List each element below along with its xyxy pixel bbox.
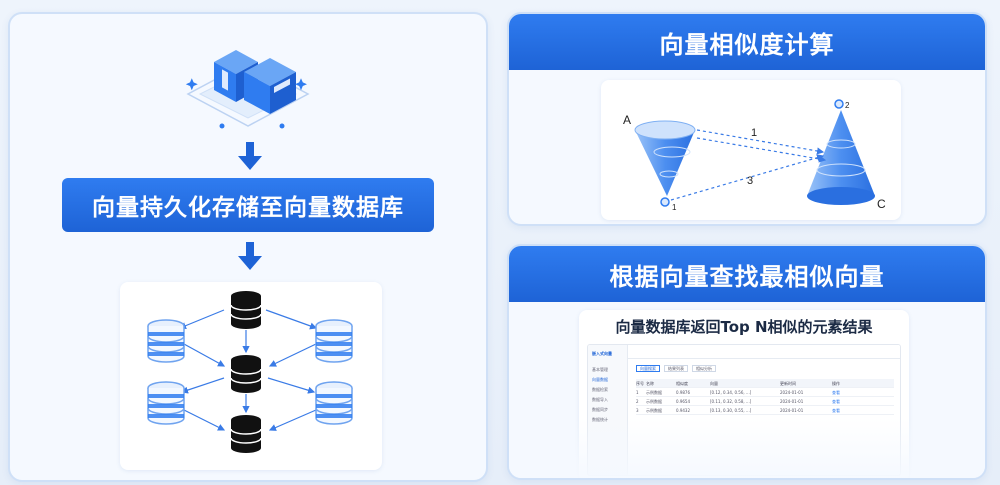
col-header: 向量: [710, 381, 718, 386]
col-header: 操作: [832, 381, 840, 386]
storage-panel: 向量持久化存储至向量数据库: [8, 12, 488, 482]
view-link[interactable]: 查看: [832, 390, 840, 395]
mini-nav-item[interactable]: 数据检索: [592, 387, 608, 392]
vector-cube-icon: [185, 50, 310, 129]
similarity-panel: 向量相似度计算: [507, 12, 987, 226]
cell: 0.9654: [676, 399, 690, 404]
mini-table: 序号 名称 相似度 向量 更新时间 操作 1 示例数据 0.9876 [0.12…: [636, 379, 894, 415]
mini-nav-item[interactable]: 向量数据: [592, 377, 608, 382]
table-row[interactable]: 1 示例数据 0.9876 [0.12, 0.34, 0.56, ...] 20…: [636, 388, 894, 397]
mini-tabs: 向量搜索 结果列表 相似分析: [636, 365, 716, 373]
label-sub-2: 2: [845, 101, 850, 110]
cone-diagram: A C 1 3 1 2: [623, 99, 886, 212]
label-a: A: [623, 113, 631, 127]
result-title: 向量数据库返回Top N相似的元素结果: [615, 318, 873, 336]
search-title: 根据向量查找最相似向量: [509, 246, 985, 302]
cell: 2: [636, 399, 639, 404]
mini-nav-item[interactable]: 数据同步: [592, 407, 608, 412]
cell: 示例数据: [646, 399, 662, 404]
storage-banner: 向量持久化存储至向量数据库: [62, 178, 434, 232]
cell: [0.13, 0.30, 0.55, ...]: [710, 408, 752, 413]
view-link[interactable]: 查看: [832, 399, 840, 404]
mini-tab[interactable]: 向量搜索: [636, 365, 660, 372]
database-cluster: [120, 282, 382, 470]
similarity-title: 向量相似度计算: [509, 14, 985, 70]
cell: 示例数据: [646, 390, 662, 395]
mini-logo: 嵌入式向量: [592, 351, 612, 356]
col-header: 名称: [646, 381, 654, 386]
label-line-3: 3: [747, 175, 753, 187]
label-sub-1: 1: [672, 203, 677, 212]
similarity-diagram: A C 1 3 1 2: [601, 80, 901, 220]
cell: [0.11, 0.32, 0.58, ...]: [710, 399, 752, 404]
cell: 1: [636, 390, 639, 395]
mini-app-screenshot: 嵌入式向量 基本管理 向量数据 数据检索 数据导入 数据同步 数据统计 向量搜索…: [587, 344, 901, 476]
cell: 2024-01-01: [780, 390, 804, 395]
mini-tab[interactable]: 结果列表: [664, 365, 688, 372]
table-row[interactable]: 3 示例数据 0.9432 [0.13, 0.30, 0.55, ...] 20…: [636, 406, 894, 415]
cell: 2024-01-01: [780, 399, 804, 404]
fade-overlay: [509, 418, 985, 478]
database-cluster-diagram: [147, 290, 353, 454]
cell: 0.9876: [676, 390, 690, 395]
mini-nav-item[interactable]: 数据导入: [592, 397, 608, 402]
cell: 示例数据: [646, 408, 662, 413]
label-c: C: [877, 197, 886, 211]
col-header: 相似度: [676, 381, 688, 386]
cell: [0.12, 0.34, 0.56, ...]: [710, 390, 752, 395]
cell: 0.9432: [676, 408, 690, 413]
col-header: 序号: [636, 381, 644, 386]
label-line-1: 1: [751, 127, 757, 139]
search-panel: 根据向量查找最相似向量 向量数据库返回Top N相似的元素结果 嵌入式向量 基本…: [507, 244, 987, 480]
cell: 2024-01-01: [780, 408, 804, 413]
mini-table-header: 序号 名称 相似度 向量 更新时间 操作: [636, 379, 894, 388]
col-header: 更新时间: [780, 381, 796, 386]
down-arrow-icon: [238, 242, 262, 270]
mini-nav-item[interactable]: 基本管理: [592, 367, 608, 372]
down-arrow-icon: [238, 142, 262, 170]
view-link[interactable]: 查看: [832, 408, 840, 413]
mini-topbar: [628, 345, 900, 359]
table-row[interactable]: 2 示例数据 0.9654 [0.11, 0.32, 0.58, ...] 20…: [636, 397, 894, 406]
mini-tab[interactable]: 相似分析: [692, 365, 716, 372]
cell: 3: [636, 408, 639, 413]
